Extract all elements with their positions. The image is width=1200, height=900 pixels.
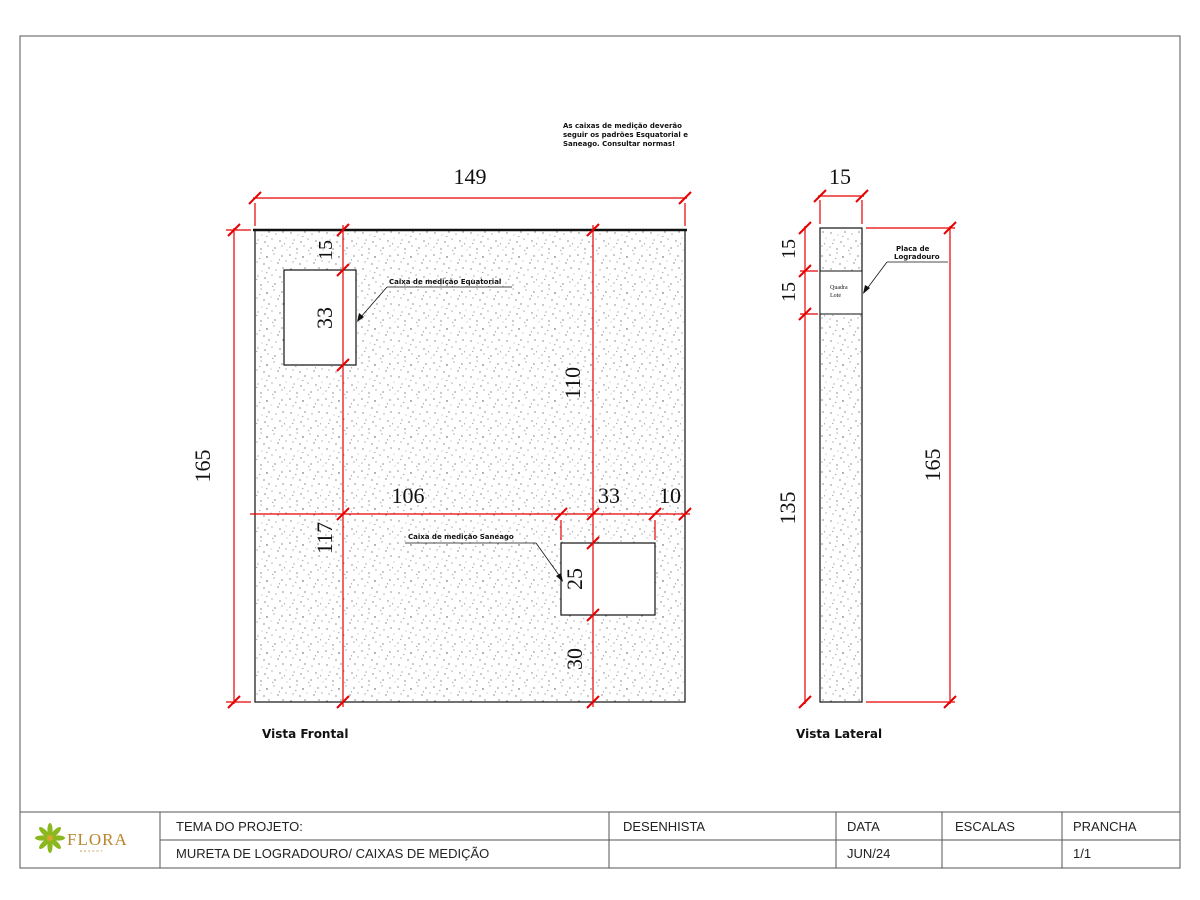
logo-text: FLORA [67,830,128,849]
address-plate [819,270,863,315]
saneago-label: Caixa de medição Saneago [405,533,563,582]
dim-left-lower: 117 [312,522,337,554]
dim-right-upper: 110 [560,367,585,399]
flora-logo: FLORA RESORT [35,823,128,853]
dim-side-plate-height: 15 [778,282,800,302]
plate-text-line-1: Quadra [830,285,848,291]
saneago-label-text: Caixa de medição Saneago [408,533,514,541]
dim-side-lower: 135 [775,492,800,525]
escalas-label: ESCALAS [955,819,1015,834]
dim-horizontal-left: 106 [392,483,425,508]
dim-front-height: 165 [190,450,215,483]
dim-right-margin: 10 [659,483,681,508]
note-line-3: Saneago. Consultar normas! [563,140,675,148]
dim-top-offset: 15 [315,240,337,260]
side-view: Quadra Lote 15 15 15 135 165 [775,164,957,741]
flower-icon [35,823,65,853]
dim-side-top-gap: 15 [778,239,800,259]
dim-saneago-height: 25 [562,568,587,590]
saneago-box [560,542,656,616]
title-block: FLORA RESORT TEMA DO PROJETO: MURETA DE … [19,811,1181,869]
general-note: As caixas de medição deverão seguir os p… [563,122,688,148]
plate-label: Placa de Logradouro [863,245,948,294]
side-dimension-ticks [798,189,957,709]
equatorial-label: Caixa de medição Equatorial [357,278,512,322]
dim-saneago-width: 33 [598,483,620,508]
prancha-label: PRANCHA [1073,819,1137,834]
note-line-1: As caixas de medição deverão [563,122,682,130]
tema-label: TEMA DO PROJETO: [176,819,303,834]
front-dimension-lines [226,197,690,707]
front-dimension-ticks [227,191,692,709]
front-view: 149 165 15 33 110 106 33 10 117 25 30 Ca… [190,164,692,741]
front-view-title: Vista Frontal [262,727,348,741]
plate-label-line-2: Logradouro [894,253,940,261]
prancha-value: 1/1 [1073,846,1091,861]
plate-text-line-2: Lote [830,293,841,299]
side-view-title: Vista Lateral [796,727,882,741]
dim-front-width: 149 [454,164,487,189]
data-value: JUN/24 [847,846,890,861]
tema-value: MURETA DE LOGRADOURO/ CAIXAS DE MEDIÇÃO [176,846,489,861]
desenhista-label: DESENHISTA [623,819,705,834]
dim-bottom-offset: 30 [562,648,587,670]
data-label: DATA [847,819,880,834]
equatorial-label-text: Caixa de medição Equatorial [389,278,501,286]
dim-side-thickness: 15 [829,164,851,189]
dim-equatorial-box: 33 [312,307,337,329]
logo-subtext: RESORT [80,849,104,853]
dim-side-total: 165 [920,449,945,482]
side-dimension-lines [800,195,955,704]
note-line-2: seguir os padrões Esquatorial e [563,131,688,139]
plate-label-line-1: Placa de [896,245,930,253]
equatorial-box [283,269,357,366]
